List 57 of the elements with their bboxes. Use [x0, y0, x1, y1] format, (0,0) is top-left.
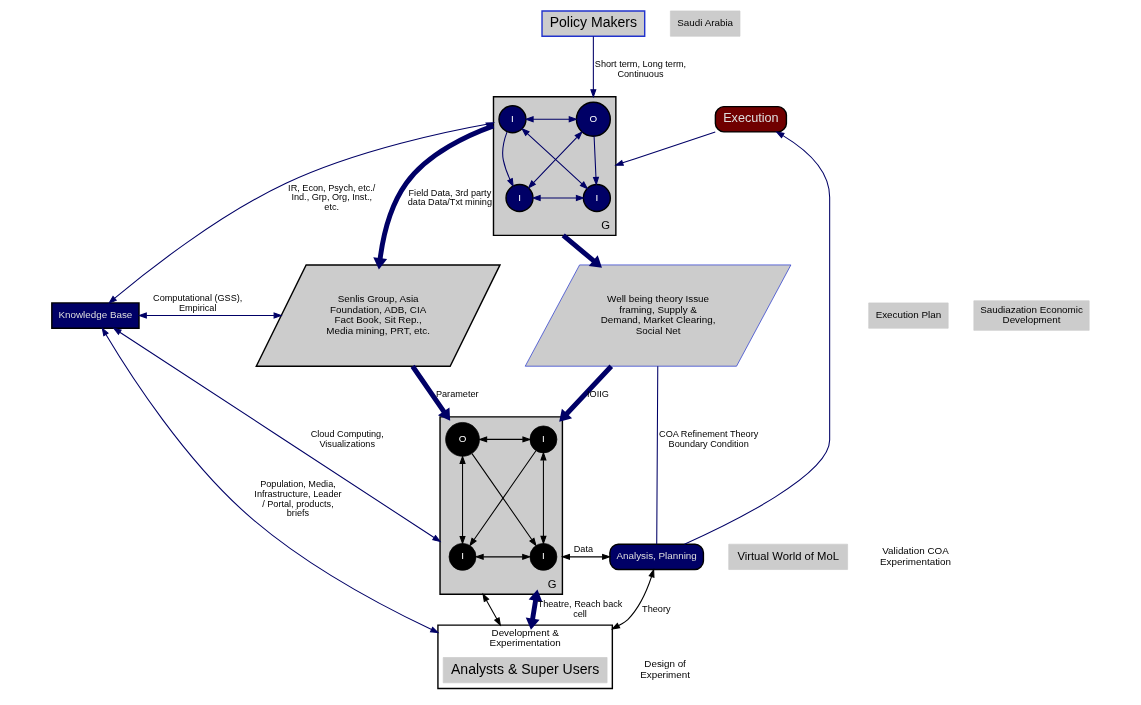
edge-label: Computational (GSS), Empirical — [153, 293, 243, 313]
arrow — [614, 131, 716, 166]
node-circle: I — [505, 183, 534, 213]
edge-label: Field Data, 3rd party data Data/Txt mining — [407, 187, 492, 208]
edge-label: Cloud Computing, Visualizations — [310, 428, 384, 449]
arrow — [108, 122, 495, 304]
node-box: Saudiazation Economic Development — [973, 300, 1090, 331]
label: Design of Experiment — [640, 658, 690, 681]
edge-label: Data — [573, 544, 594, 555]
arrow — [373, 123, 495, 270]
arrow — [610, 568, 655, 630]
edge-label: Population, Media, Infrastructure, Leader / Portal, products, briefs — [254, 478, 342, 519]
arrow — [527, 130, 583, 189]
node-box: Execution Plan — [868, 302, 949, 329]
node-box: Virtual World of MoL — [728, 543, 848, 570]
node-circle: I — [529, 543, 558, 571]
node-circle: O — [445, 422, 480, 457]
arrow — [478, 436, 532, 443]
arrow — [531, 194, 586, 202]
arrow — [592, 135, 600, 187]
node-circle: I — [529, 425, 558, 454]
arrow — [482, 592, 502, 627]
arrow — [540, 451, 547, 545]
arrow — [683, 131, 831, 545]
edge-label: Theatre, Reach back cell — [537, 599, 623, 619]
node-box: Analysts & Super Users — [442, 657, 608, 684]
node-box: Knowledge Base — [51, 302, 140, 329]
arrow — [474, 553, 532, 561]
arrow — [137, 312, 283, 319]
node-circle: I — [582, 183, 612, 213]
arrow — [561, 233, 602, 268]
arrow — [590, 35, 597, 99]
node-box: Saudi Arabia — [670, 10, 741, 37]
arrow — [410, 364, 451, 421]
arrow — [559, 364, 614, 422]
node-box: Execution — [714, 105, 788, 133]
node-box: Analysis, Planning — [609, 543, 705, 571]
arrow — [112, 327, 442, 543]
edge-label: COA Refinement Theory Boundary Condition — [659, 428, 759, 449]
arrow — [459, 454, 466, 546]
arrow — [560, 553, 612, 561]
node-circle: I — [448, 543, 477, 571]
arrow — [502, 131, 514, 188]
node-box: Policy Makers — [541, 10, 646, 37]
arrow — [101, 327, 440, 634]
edge-label: Parameter — [435, 388, 479, 399]
connector — [656, 365, 659, 545]
edge-label: Short term, Long term, Continuous — [594, 58, 687, 79]
edge-label: Theory — [642, 604, 671, 615]
arrow — [521, 127, 589, 190]
edge-label: IOIIG — [587, 388, 609, 399]
arrow — [524, 116, 578, 123]
node-circle: I — [498, 105, 527, 134]
label: Validation COA Experimentation — [879, 545, 951, 567]
arrow — [525, 589, 543, 630]
edge-label: IR, Econ, Psych, etc./ Ind., Grp, Org, Inst., etc. — [288, 182, 376, 213]
node-circle: O — [575, 101, 611, 137]
